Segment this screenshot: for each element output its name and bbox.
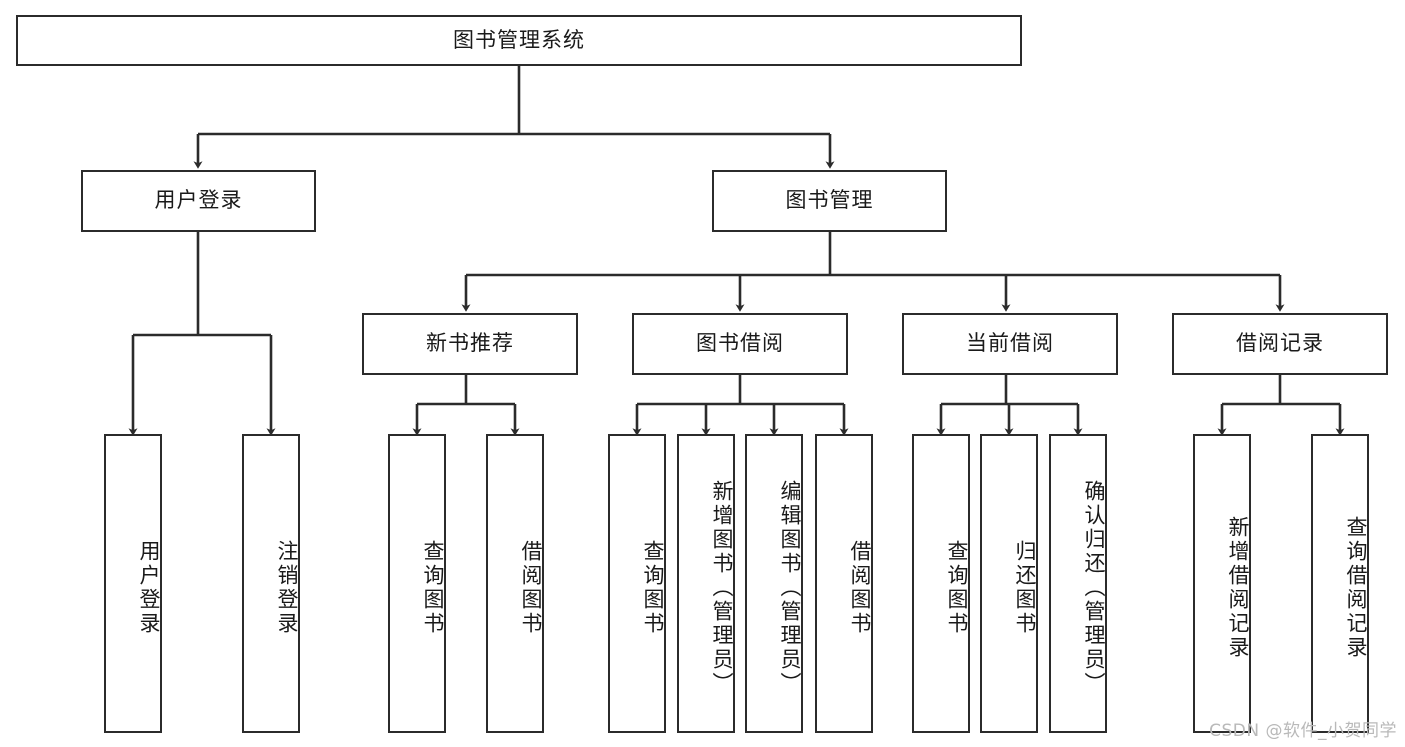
leaf-borrow-book-1-label: 借阅图书 (519, 539, 543, 636)
leaf-logout-login-label: 注销登录 (275, 539, 299, 636)
watermark: CSDN @软件_小贺同学 (1209, 721, 1397, 741)
leaf-confirm-return-label: 确认归还（管理员） (1082, 479, 1106, 696)
leaf-add-record[interactable]: 新增借阅记录 (1193, 434, 1251, 733)
node-book-borrow[interactable]: 图书借阅 (632, 313, 848, 375)
leaf-query-book-2[interactable]: 查询图书 (608, 434, 666, 733)
node-user-login[interactable]: 用户登录 (81, 170, 316, 232)
node-user-login-label: 用户登录 (154, 188, 243, 213)
node-root[interactable]: 图书管理系统 (16, 15, 1022, 66)
node-book-manage-label: 图书管理 (785, 188, 874, 213)
node-root-label: 图书管理系统 (453, 27, 585, 52)
leaf-user-login-label: 用户登录 (137, 539, 161, 636)
leaf-add-book[interactable]: 新增图书（管理员） (677, 434, 735, 733)
leaf-return-book[interactable]: 归还图书 (980, 434, 1038, 733)
node-current-borrow-label: 当前借阅 (966, 331, 1054, 356)
leaf-confirm-return[interactable]: 确认归还（管理员） (1049, 434, 1107, 733)
leaf-query-record-label: 查询借阅记录 (1344, 515, 1368, 660)
node-borrow-record[interactable]: 借阅记录 (1172, 313, 1388, 375)
node-new-book-recommend-label: 新书推荐 (426, 331, 514, 356)
leaf-add-record-label: 新增借阅记录 (1226, 515, 1250, 660)
leaf-borrow-book-2-label: 借阅图书 (848, 539, 872, 636)
leaf-query-book-1-label: 查询图书 (421, 539, 445, 636)
leaf-return-book-label: 归还图书 (1013, 539, 1037, 636)
leaf-edit-book[interactable]: 编辑图书（管理员） (745, 434, 803, 733)
leaf-edit-book-label: 编辑图书（管理员） (778, 479, 802, 696)
node-new-book-recommend[interactable]: 新书推荐 (362, 313, 578, 375)
node-book-manage[interactable]: 图书管理 (712, 170, 947, 232)
leaf-logout-login[interactable]: 注销登录 (242, 434, 300, 733)
node-current-borrow[interactable]: 当前借阅 (902, 313, 1118, 375)
node-book-borrow-label: 图书借阅 (696, 331, 784, 356)
leaf-query-book-3-label: 查询图书 (945, 539, 969, 636)
node-borrow-record-label: 借阅记录 (1236, 331, 1324, 356)
leaf-borrow-book-2[interactable]: 借阅图书 (815, 434, 873, 733)
leaf-borrow-book-1[interactable]: 借阅图书 (486, 434, 544, 733)
leaf-add-book-label: 新增图书（管理员） (710, 479, 734, 696)
leaf-query-book-1[interactable]: 查询图书 (388, 434, 446, 733)
leaf-query-book-3[interactable]: 查询图书 (912, 434, 970, 733)
leaf-query-book-2-label: 查询图书 (641, 539, 665, 636)
leaf-query-record[interactable]: 查询借阅记录 (1311, 434, 1369, 733)
leaf-user-login[interactable]: 用户登录 (104, 434, 162, 733)
